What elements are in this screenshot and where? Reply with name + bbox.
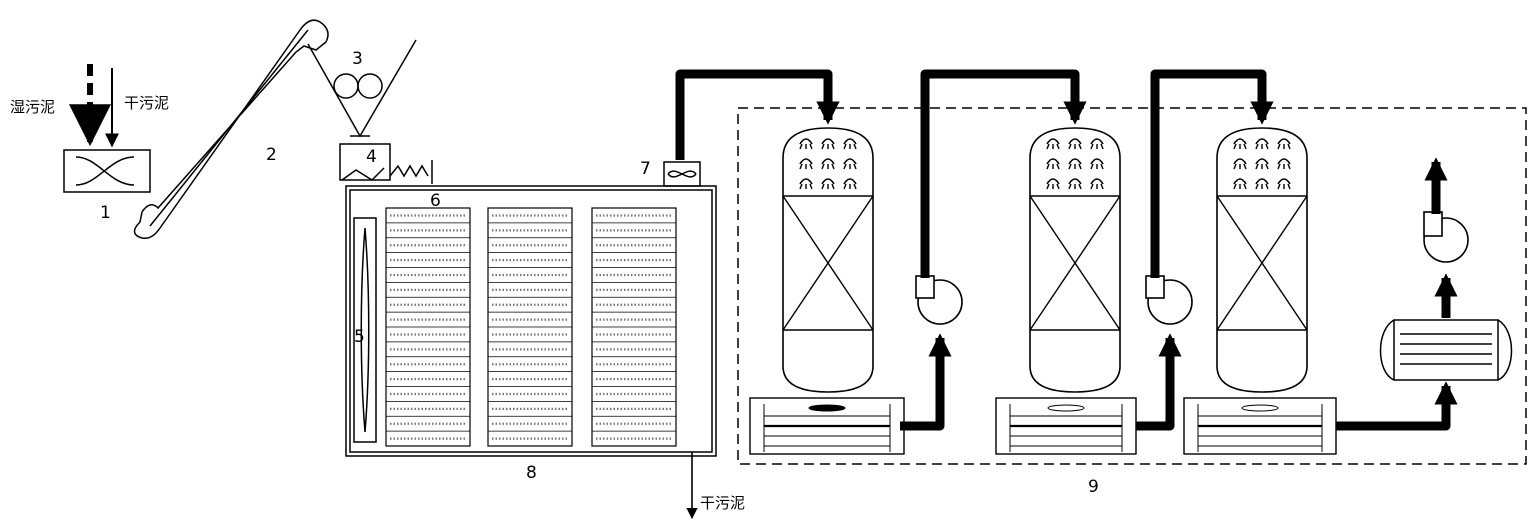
dry-sludge-in-label: 干污泥 — [124, 94, 169, 112]
dryer — [345, 185, 717, 457]
conveyor — [133, 19, 329, 240]
mixer-number: 1 — [100, 203, 111, 223]
settling-tank — [1183, 397, 1337, 455]
spray-nozzle — [1277, 158, 1291, 170]
screw-feeder — [339, 143, 433, 184]
wet-sludge-label: 湿污泥 — [10, 98, 55, 116]
tray-column — [487, 207, 573, 447]
hopper-number: 3 — [352, 49, 363, 69]
spray-nozzle — [1090, 178, 1104, 190]
heat-exchanger — [1379, 319, 1513, 381]
screw-feeder-number: 4 — [366, 147, 377, 167]
treatment-zone-boundary — [737, 107, 1527, 465]
trays-number: 6 — [430, 191, 441, 211]
fan-number: 5 — [354, 327, 365, 347]
pump-1 — [915, 275, 963, 325]
pump-2 — [1145, 275, 1193, 325]
spray-nozzle — [821, 158, 835, 170]
exhaust-fan — [663, 161, 701, 187]
tray-columns — [385, 207, 677, 447]
spray-nozzle — [1233, 178, 1247, 190]
spray-nozzle — [1090, 138, 1104, 150]
spray-nozzle — [821, 138, 835, 150]
conveyor-number: 2 — [266, 145, 277, 165]
spray-nozzle — [1277, 178, 1291, 190]
spray-nozzle — [1255, 138, 1269, 150]
spray-nozzle — [1255, 158, 1269, 170]
spray-nozzle — [843, 158, 857, 170]
spray-nozzle — [1068, 138, 1082, 150]
settling-tank — [749, 397, 905, 455]
spray-nozzle — [1068, 158, 1082, 170]
treatment-zone-number: 9 — [1088, 477, 1099, 497]
hopper — [307, 39, 417, 138]
spray-nozzle — [1233, 158, 1247, 170]
settling-tank — [995, 397, 1137, 455]
outlet-fan — [1423, 211, 1469, 263]
mixer — [63, 149, 151, 193]
absorption-tower — [995, 127, 1137, 455]
spray-nozzle — [843, 138, 857, 150]
spray-nozzle — [821, 178, 835, 190]
spray-nozzle — [1090, 158, 1104, 170]
spray-nozzle — [799, 138, 813, 150]
spray-nozzle — [799, 178, 813, 190]
exhaust-fan-number: 7 — [640, 159, 651, 179]
spray-nozzle — [1068, 178, 1082, 190]
tray-column — [591, 207, 677, 447]
spray-nozzle — [1046, 138, 1060, 150]
spray-nozzle — [1046, 178, 1060, 190]
spray-nozzle — [1277, 138, 1291, 150]
absorption-tower — [749, 127, 905, 455]
dryer-number: 8 — [526, 463, 537, 483]
spray-nozzle — [1233, 138, 1247, 150]
spray-nozzle — [799, 158, 813, 170]
dry-sludge-out-label: 干污泥 — [700, 494, 745, 512]
tray-column — [385, 207, 471, 447]
gas-pipes — [675, 69, 1458, 431]
fan-5 — [353, 217, 377, 443]
spray-nozzle — [1046, 158, 1060, 170]
spray-nozzle — [1255, 178, 1269, 190]
absorption-tower — [1183, 127, 1337, 455]
spray-nozzle — [843, 178, 857, 190]
